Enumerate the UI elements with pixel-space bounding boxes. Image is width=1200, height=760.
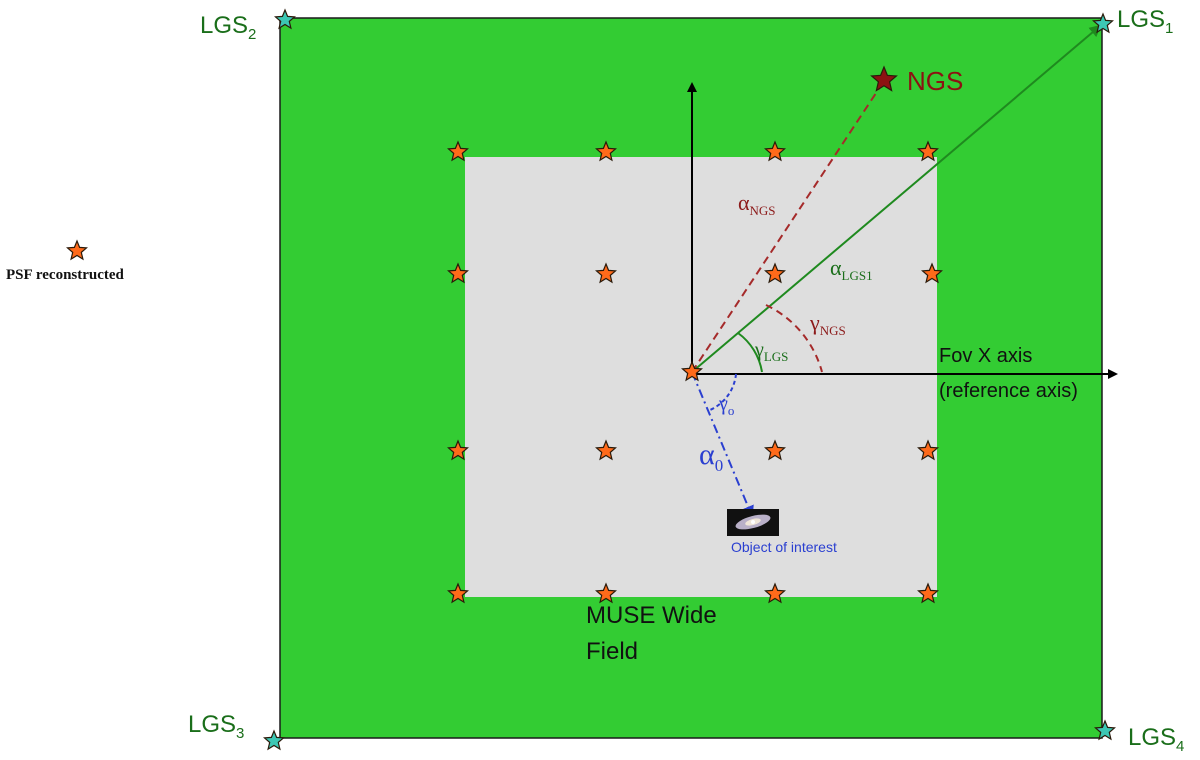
lgs4-star	[1094, 719, 1116, 741]
psf-legend-star	[66, 239, 88, 261]
gamma-lgs-arc	[737, 332, 763, 373]
alpha-lgs1-label: αLGS1	[830, 255, 873, 283]
psf-star-3-2	[764, 582, 786, 604]
gamma-o-label: γo	[719, 393, 735, 418]
psf-star-1-0	[447, 262, 469, 284]
gamma-o-arc	[709, 373, 737, 411]
psf-star-3-3	[917, 582, 939, 604]
lgs1-star	[1092, 12, 1114, 34]
gamma-ngs-label: γNGS	[810, 310, 846, 338]
lgs4-label: LGS4	[1128, 724, 1185, 755]
psf-star-0-3	[917, 140, 939, 162]
psf-star-3-1	[595, 582, 617, 604]
psf-star-0-1	[595, 140, 617, 162]
psf-star-1-2	[764, 262, 786, 284]
psf-star-2-0	[447, 439, 469, 461]
psf-star-0-2	[764, 140, 786, 162]
ngs-direction-line	[691, 83, 883, 373]
ngs-star	[870, 65, 898, 92]
gamma-lgs-label: γLGS	[755, 339, 789, 364]
psf-star-2-2	[764, 439, 786, 461]
psf-star-0-0	[447, 140, 469, 162]
psf-star-1-3	[921, 262, 943, 284]
object-direction-line	[691, 371, 754, 518]
lgs1-label: LGS1	[1117, 6, 1174, 37]
star-markers	[66, 8, 1116, 751]
alpha-0-label: α0	[699, 438, 724, 475]
muse-wide-field-label-line1: MUSE Wide	[586, 602, 717, 629]
legend-label: PSF reconstructed	[6, 267, 124, 283]
ngs-label: NGS	[907, 66, 964, 96]
lgs2-star	[274, 8, 296, 30]
lgs1-direction-line	[691, 24, 1102, 373]
lgs3-star	[263, 729, 285, 751]
muse-wide-field-label-line2: Field	[586, 638, 639, 665]
fov-x-axis-label: Fov X axis	[939, 345, 1033, 367]
object-of-interest-label: Object of interest	[731, 539, 837, 555]
psf-star-3-0	[447, 582, 469, 604]
galaxy-image	[727, 509, 779, 536]
psf-star-2-3	[917, 439, 939, 461]
psf-star-2-1	[595, 439, 617, 461]
reference-axis-label: (reference axis)	[939, 380, 1078, 402]
psf-star-center	[681, 360, 703, 382]
lgs2-label: LGS2	[200, 12, 257, 43]
psf-star-1-1	[595, 262, 617, 284]
lgs3-label: LGS3	[188, 711, 245, 742]
alpha-ngs-label: αNGS	[738, 190, 776, 218]
